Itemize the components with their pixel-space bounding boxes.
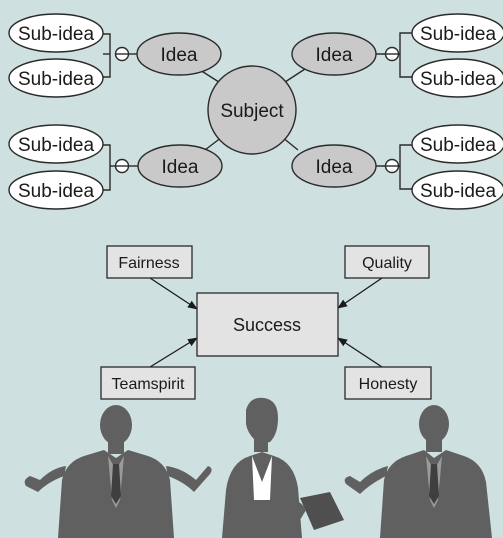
- success-box: Success: [196, 292, 339, 357]
- sub-idea-label: Sub-idea: [420, 24, 496, 45]
- sub-idea-node: Sub-idea: [8, 170, 104, 210]
- sub-idea-label: Sub-idea: [420, 69, 496, 90]
- factor-box-fairness: Fairness: [106, 245, 193, 279]
- arrow-fairness: [149, 277, 198, 310]
- idea-label: Idea: [316, 157, 353, 178]
- idea-node: Idea: [291, 144, 377, 188]
- sub-idea-label: Sub-idea: [18, 69, 94, 90]
- factor-box-quality: Quality: [344, 245, 430, 279]
- sub-idea-node: Sub-idea: [411, 58, 503, 98]
- factor-label: Fairness: [118, 255, 179, 272]
- factor-label: Honesty: [359, 376, 418, 393]
- junction-node: [384, 158, 400, 174]
- sub-idea-node: Sub-idea: [8, 13, 104, 53]
- sub-idea-node: Sub-idea: [411, 124, 503, 164]
- subject-node: Subject: [207, 65, 297, 155]
- junction-node: [114, 158, 130, 174]
- factor-label: Teamspirit: [112, 376, 185, 393]
- junction-node: [384, 46, 400, 62]
- businesswoman-center-figure: [222, 397, 344, 538]
- arrow-teamspirit: [149, 337, 198, 368]
- junction-nodes: [114, 46, 400, 174]
- idea-label: Idea: [316, 45, 353, 66]
- businessman-right-figure: [344, 405, 492, 538]
- idea-node: Idea: [291, 32, 377, 76]
- factor-box-teamspirit: Teamspirit: [100, 366, 196, 400]
- factor-label: Quality: [362, 255, 412, 272]
- sub-idea-label: Sub-idea: [420, 181, 496, 202]
- idea-label: Idea: [162, 157, 199, 178]
- arrow-honesty: [337, 337, 383, 368]
- sub-idea-label: Sub-idea: [18, 24, 94, 45]
- factor-box-honesty: Honesty: [344, 366, 432, 400]
- subject-label: Subject: [220, 101, 284, 122]
- idea-label: Idea: [161, 45, 198, 66]
- sub-idea-node: Sub-idea: [411, 170, 503, 210]
- sub-idea-label: Sub-idea: [18, 135, 94, 156]
- success-label: Success: [233, 315, 301, 335]
- idea-node: Idea: [136, 32, 222, 76]
- idea-node: Idea: [137, 144, 223, 188]
- arrow-quality: [337, 277, 383, 309]
- sub-idea-node: Sub-idea: [411, 13, 503, 53]
- sub-idea-node: Sub-idea: [8, 124, 104, 164]
- sub-idea-label: Sub-idea: [18, 181, 94, 202]
- businessman-left-figure: [24, 405, 212, 538]
- sub-idea-label: Sub-idea: [420, 135, 496, 156]
- factor-arrows: [149, 277, 383, 368]
- junction-node: [114, 46, 130, 62]
- sub-idea-node: Sub-idea: [8, 58, 104, 98]
- people-silhouettes: [24, 397, 492, 538]
